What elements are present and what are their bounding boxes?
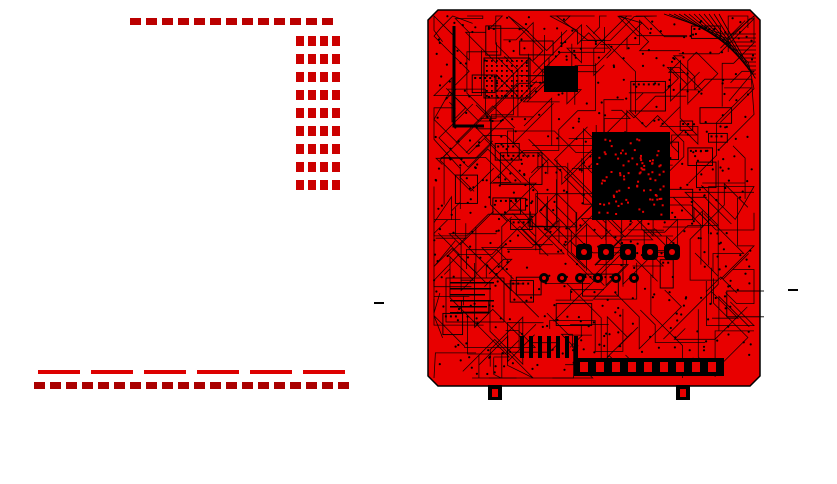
negative-pcb-art <box>8 18 368 389</box>
negative-film-label <box>374 302 384 304</box>
positive-film-image <box>424 6 764 404</box>
positive-film-label <box>788 289 798 291</box>
positive-pcb-art <box>427 9 764 400</box>
negative-film-image <box>8 6 368 410</box>
